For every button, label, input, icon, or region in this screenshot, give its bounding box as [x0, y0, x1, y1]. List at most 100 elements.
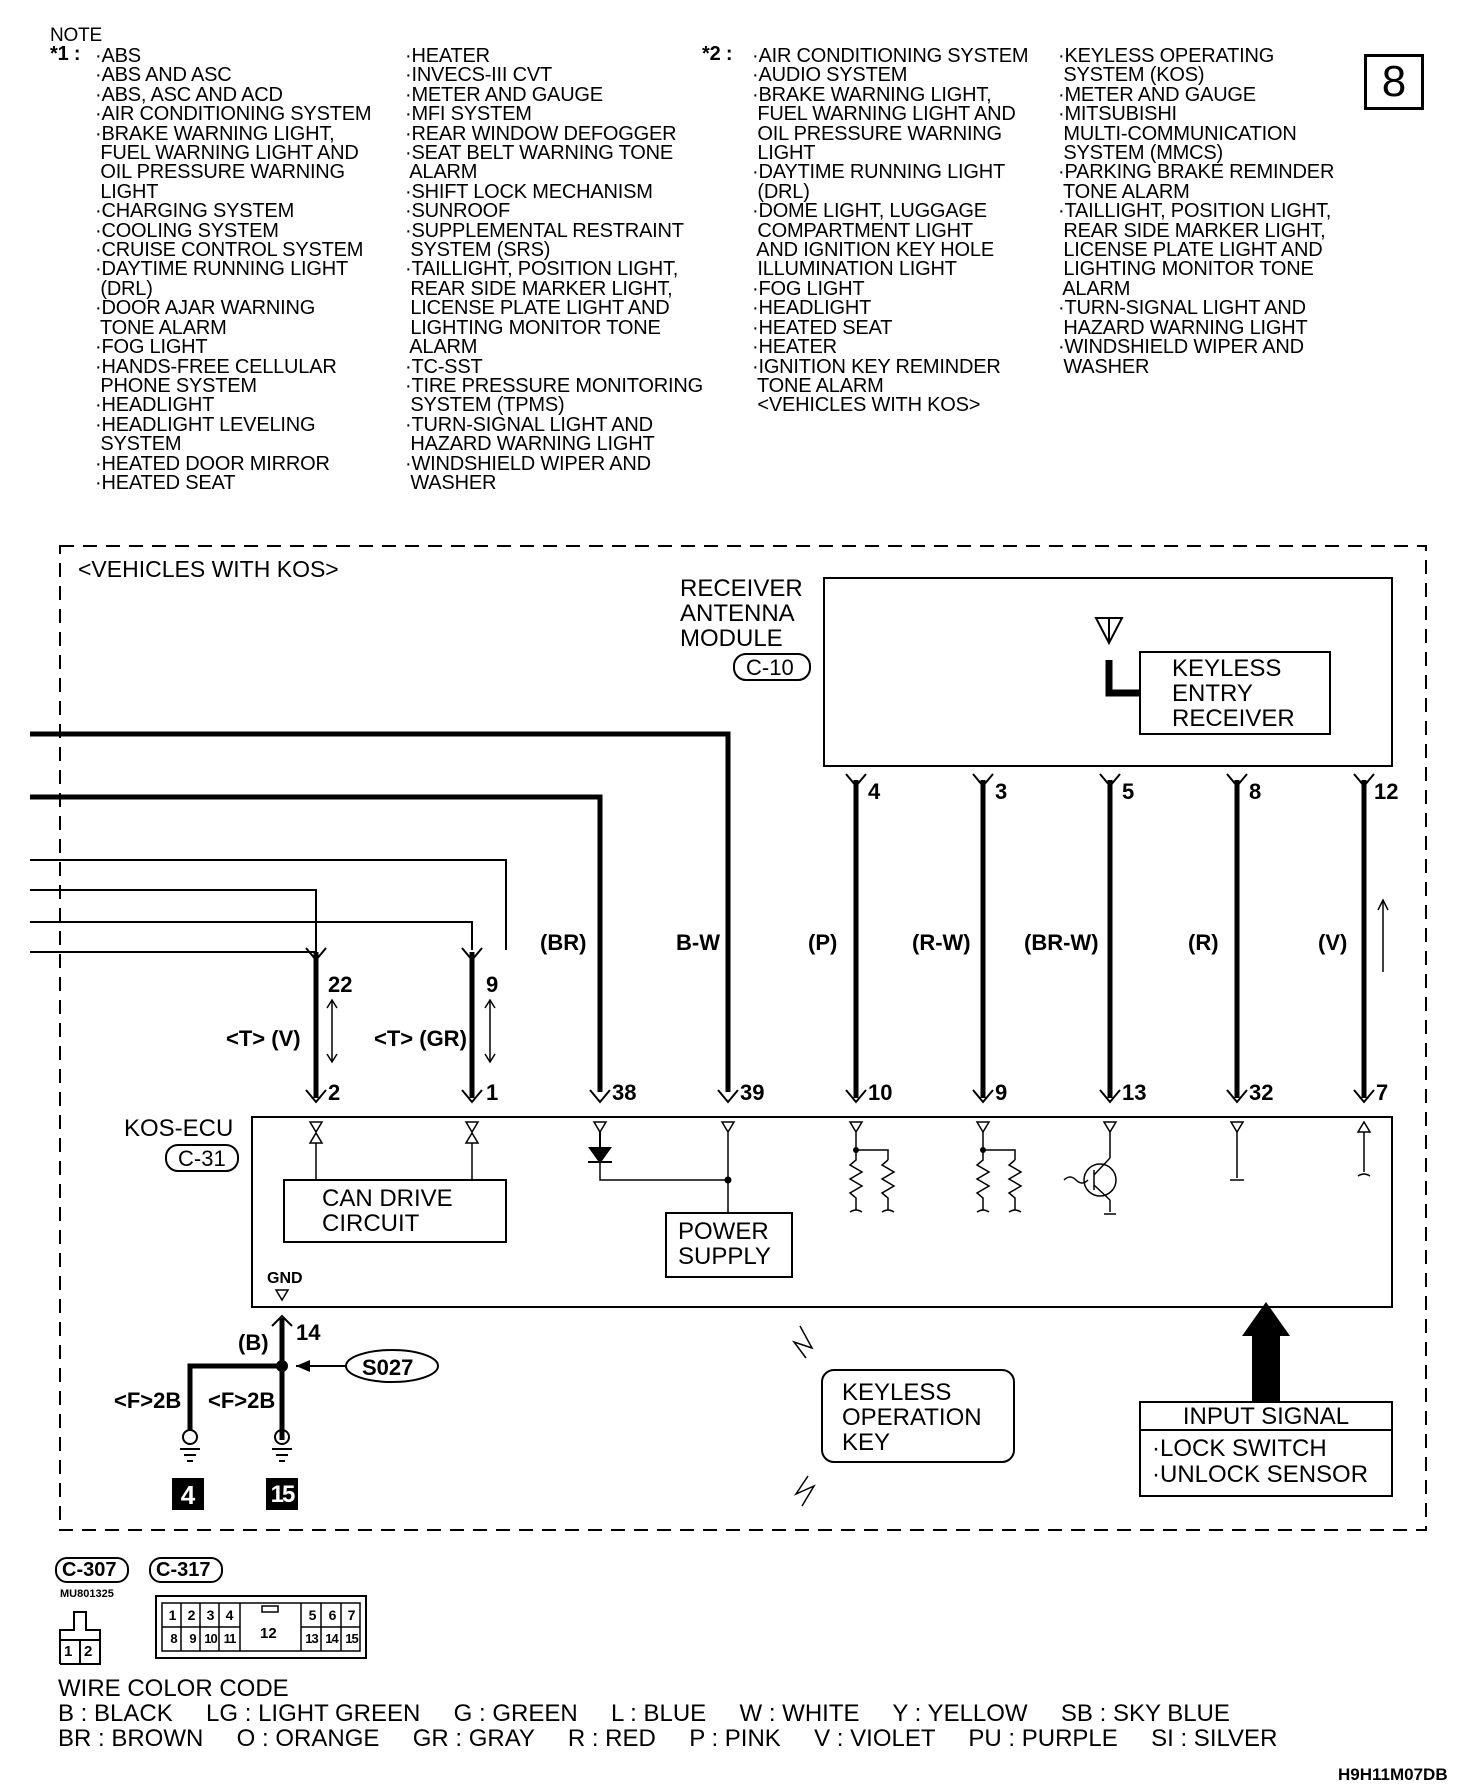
input-arrow-icon — [1242, 1302, 1290, 1402]
c317-center-pin: 12 — [260, 1625, 277, 1642]
wire-color-label: (R-W) — [912, 930, 971, 955]
ground-point-15-label: 15 — [270, 1481, 296, 1508]
bidirectional-arrow-icon — [326, 998, 496, 1064]
note-line: REAR SIDE MARKER LIGHT, — [1058, 219, 1326, 242]
can-top-pin: 22 — [328, 972, 353, 997]
note-line: ·CHARGING SYSTEM — [95, 200, 295, 223]
note-line: ·HEADLIGHT — [752, 297, 872, 320]
ground-pin: 14 — [296, 1320, 321, 1345]
ecu-pin: 32 — [1249, 1080, 1274, 1105]
note-line: TONE ALARM — [752, 374, 884, 397]
note-line: ILLUMINATION LIGHT — [752, 258, 957, 281]
input-signal-box — [1139, 1401, 1393, 1497]
note-line: SYSTEM (TPMS) — [405, 394, 565, 417]
note-line: LIGHTING MONITOR TONE — [1058, 258, 1314, 281]
note-line: ·HEATED SEAT — [95, 471, 236, 494]
note-list-2: ·HEATER·INVECS-III CVT·METER AND GAUGE·M… — [405, 45, 703, 493]
wire-color-label: (P) — [808, 930, 838, 955]
can-drive-label: CAN DRIVE CIRCUIT — [322, 1185, 453, 1237]
pull-resistor-icon — [848, 1132, 1023, 1213]
c317-pin: 9 — [189, 1631, 196, 1646]
note-line: ·FOG LIGHT — [95, 336, 208, 359]
receiver-pin: 12 — [1374, 779, 1399, 804]
note-line: OIL PRESSURE WARNING — [752, 122, 1002, 145]
c317-pin: 1 — [168, 1607, 177, 1623]
ecu-pin: 9 — [995, 1080, 1008, 1105]
up-arrow-icon — [1377, 898, 1389, 972]
note-marker-2: *2 : — [702, 43, 733, 65]
can-top-pin: 9 — [486, 972, 499, 997]
c317-pin: 14 — [325, 1631, 338, 1646]
note-line: LIGHT — [95, 180, 159, 203]
c10-tag — [733, 653, 811, 681]
note-line: ·AIR CONDITIONING SYSTEM — [95, 103, 372, 126]
note-line: ·FOG LIGHT — [752, 277, 865, 300]
note-line: ·METER AND GAUGE — [405, 83, 603, 106]
note-line: SYSTEM (MMCS) — [1058, 142, 1223, 165]
c307-label: C-307 — [62, 1559, 117, 1581]
diode-icon — [588, 1132, 728, 1181]
ecu-pin: 1 — [486, 1080, 499, 1105]
splice-marker — [345, 1349, 439, 1383]
receiver-wires — [853, 780, 1367, 1098]
c317-connector-face — [155, 1595, 367, 1659]
note-line: ·TIRE PRESSURE MONITORING — [405, 374, 703, 397]
note-line: ·BRAKE WARNING LIGHT, — [95, 122, 335, 145]
note-line: ·AIR CONDITIONING SYSTEM — [752, 45, 1029, 67]
can-drive-box — [283, 1179, 507, 1243]
note-line: ·TAILLIGHT, POSITION LIGHT, — [405, 258, 679, 281]
receiver-module-label: RECEIVER ANTENNA MODULE — [680, 575, 803, 652]
note-list-4: ·KEYLESS OPERATING SYSTEM (KOS)·METER AN… — [1058, 45, 1335, 378]
note-line: ·HEATER — [405, 45, 490, 67]
c307-pin: 2 — [84, 1643, 93, 1660]
receiver-pin: 8 — [1249, 779, 1262, 804]
receiver-connector-label: C-10 — [746, 655, 794, 680]
note-marker-1: *1 : — [50, 43, 81, 65]
ecu-pin: 10 — [868, 1080, 893, 1105]
wire-color-label: (R) — [1188, 930, 1219, 955]
note-line: SYSTEM (SRS) — [405, 239, 551, 262]
note-line: AND IGNITION KEY HOLE — [752, 239, 994, 262]
ground-left-label: <F>2B — [114, 1388, 182, 1413]
note-line: ·SUNROOF — [405, 200, 511, 223]
note-line: ·MFI SYSTEM — [405, 103, 532, 126]
ecu-connector-label: C-31 — [178, 1146, 226, 1171]
ecu-label: KOS-ECU — [124, 1115, 234, 1142]
c307-tag — [55, 1557, 129, 1583]
keyless-receiver-label: KEYLESS ENTRY RECEIVER — [1172, 655, 1295, 732]
note-line: ·WINDSHIELD WIPER AND — [405, 452, 651, 475]
note-line: HAZARD WARNING LIGHT — [1058, 316, 1308, 339]
note-line: HAZARD WARNING LIGHT — [405, 433, 655, 456]
note-line: WASHER — [1058, 355, 1150, 378]
input-signal-title: INPUT SIGNAL — [1182, 1403, 1350, 1430]
receiver-connector-marks — [845, 773, 1375, 1104]
note-line: TONE ALARM — [95, 316, 227, 339]
note-list-1: ·ABS·ABS AND ASC·ABS, ASC AND ACD·AIR CO… — [95, 46, 372, 494]
note-line: TONE ALARM — [1058, 180, 1190, 203]
note-line: (DRL) — [752, 180, 810, 203]
c317-pin: 7 — [347, 1607, 356, 1623]
note-line: ·HEADLIGHT — [95, 394, 215, 417]
note-line: ·SHIFT LOCK MECHANISM — [405, 180, 653, 203]
note-line: REAR SIDE MARKER LIGHT, — [405, 277, 673, 300]
c317-pin: 2 — [187, 1607, 196, 1623]
note-line: ·SUPPLEMENTAL RESTRAINT — [405, 219, 684, 242]
page-number: 8 — [1364, 54, 1424, 110]
note-line: ·SEAT BELT WARNING TONE — [405, 142, 674, 165]
ground-point-15 — [266, 1478, 298, 1510]
antenna-icon — [1094, 617, 1140, 697]
c317-label: C-317 — [156, 1559, 211, 1581]
c307-connector-face — [59, 1611, 101, 1665]
note-line: ·PARKING BRAKE REMINDER — [1058, 161, 1335, 184]
can-wires — [313, 952, 475, 1098]
ecu-pin: 7 — [1376, 1080, 1389, 1105]
can-wire-label: <T> (V) — [226, 1026, 301, 1051]
wire-color-label: (BR) — [540, 930, 587, 955]
c317-pin: 13 — [305, 1631, 318, 1646]
note-line: ·METER AND GAUGE — [1058, 83, 1256, 106]
input-signal-items: ·LOCK SWITCH ·UNLOCK SENSOR — [1152, 1435, 1369, 1488]
note-line: ·KEYLESS OPERATING — [1058, 45, 1275, 67]
ecu-pin: 2 — [328, 1080, 341, 1105]
receiver-pin: 3 — [995, 779, 1008, 804]
